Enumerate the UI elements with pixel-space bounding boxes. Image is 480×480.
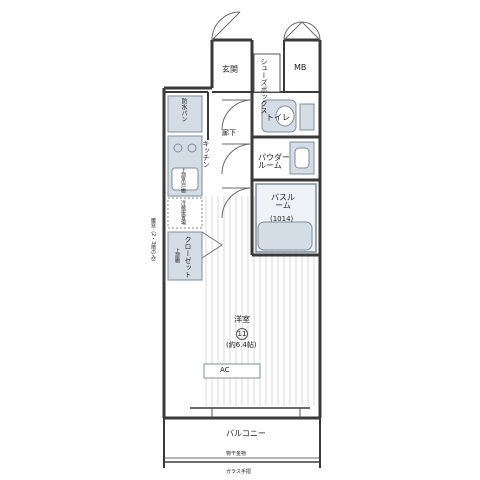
walls xyxy=(162,38,322,420)
label-corridor: 廊下 xyxy=(222,129,236,137)
shoe-box xyxy=(253,53,281,93)
label-kitchen: キッチン xyxy=(202,140,210,168)
label-toilet: トイレ xyxy=(266,113,290,122)
label-mb: MB xyxy=(294,63,307,72)
label-bath-size: (1014) xyxy=(270,215,294,223)
label-upper-shelf: 上部吊戸棚 xyxy=(180,168,186,193)
interior-doors xyxy=(221,99,253,219)
label-bath-room: バスルーム xyxy=(271,193,295,210)
washer-pan xyxy=(167,95,203,133)
label-washer-pan: 防水パン xyxy=(180,98,187,122)
label-fridge: 冷蔵庫置場 xyxy=(180,200,186,225)
label-area: (約6.4帖) xyxy=(226,341,257,349)
label-glass-railing: ガラス手摺 xyxy=(226,469,251,475)
label-shoes-box: シューズボックス xyxy=(260,58,268,114)
label-genkan: 玄関 xyxy=(222,65,238,74)
ac-unit xyxy=(203,363,261,379)
kitchen-counter xyxy=(167,135,203,197)
label-ac: AC xyxy=(220,366,230,374)
windows xyxy=(211,408,301,418)
washbasin xyxy=(289,141,315,175)
entrance-doors xyxy=(211,11,321,41)
label-youshitsu-num: 11 xyxy=(236,328,248,340)
label-window-note: 腰窓（2・3階のみ） xyxy=(150,218,156,265)
label-upper-shelf-2: 上部棚 xyxy=(174,248,180,263)
balcony xyxy=(163,418,321,468)
label-closet: クローゼット xyxy=(184,236,192,278)
label-powder-room: パウダールーム xyxy=(258,153,290,170)
closet xyxy=(167,231,223,281)
label-balcony: バルコニー xyxy=(226,429,266,438)
toilet-fixture xyxy=(261,99,315,133)
fridge-space xyxy=(167,197,203,229)
bathroom-unit xyxy=(255,183,317,253)
label-railing-fitting: 物干金物 xyxy=(226,451,247,457)
label-youshitsu: 洋室 xyxy=(234,315,250,324)
